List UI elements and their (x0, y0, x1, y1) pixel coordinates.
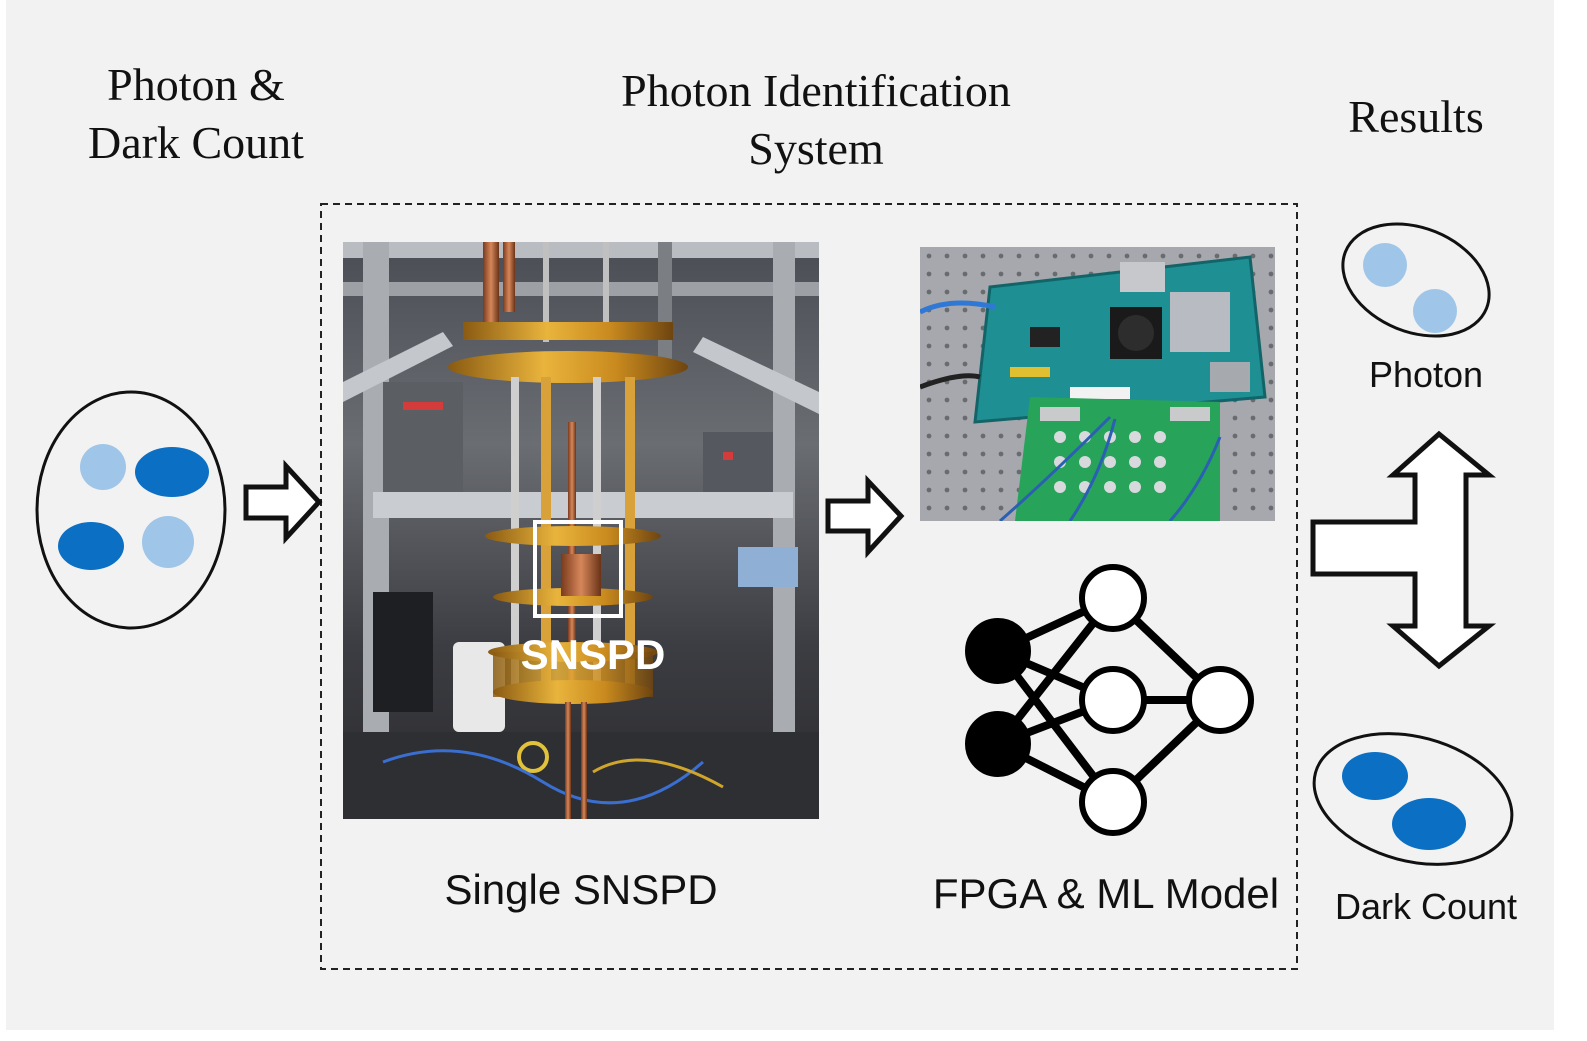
input-mixture (35, 390, 227, 630)
photon-result (1341, 222, 1491, 338)
photon-dot (1363, 243, 1407, 287)
dark-count-dot (135, 447, 209, 497)
input-heading-line2: Dark Count (88, 117, 304, 168)
cryostat-illustration (343, 242, 819, 819)
system-boundary (320, 203, 1298, 970)
single-snspd-caption: Single SNSPD (444, 866, 718, 913)
results-heading: Results (1348, 91, 1484, 142)
photon-result-ellipse (1341, 222, 1491, 338)
double-arrow-icon (1310, 430, 1497, 670)
photon-dot (142, 516, 194, 568)
input-heading: Photon & Dark Count (46, 56, 346, 172)
snspd-photo-label: SNSPD (520, 631, 666, 678)
dark-count-dot (1392, 798, 1466, 850)
arrow-right-icon (243, 459, 323, 545)
system-heading-line2: System (748, 123, 884, 174)
diagram-canvas: Photon & Dark Count Photon Identificatio… (6, 0, 1554, 1030)
photon-dot (1413, 289, 1457, 333)
photon-caption: Photon (1368, 354, 1484, 395)
dark-count-caption: Dark Count (1334, 886, 1518, 927)
dark-count-dot (1342, 752, 1408, 800)
fpga-board-photo (920, 247, 1275, 521)
system-heading-line1: Photon Identification (621, 65, 1011, 116)
fpga-ml-caption: FPGA & ML Model (932, 870, 1280, 917)
input-ellipse (35, 390, 227, 630)
system-heading: Photon Identification System (526, 62, 1106, 178)
snspd-highlight-box (533, 520, 623, 618)
input-heading-line1: Photon & (107, 59, 285, 110)
photon-dot (80, 444, 126, 490)
dark-count-result-ellipse (1312, 732, 1514, 866)
neural-network-icon (965, 564, 1254, 836)
arrow-right-icon (825, 474, 905, 559)
dark-count-result (1312, 732, 1514, 866)
fpga-board-illustration (920, 247, 1275, 521)
dark-count-dot (58, 522, 124, 570)
snspd-photo: SNSPD (343, 242, 819, 819)
diagram-shapes (35, 203, 1514, 970)
